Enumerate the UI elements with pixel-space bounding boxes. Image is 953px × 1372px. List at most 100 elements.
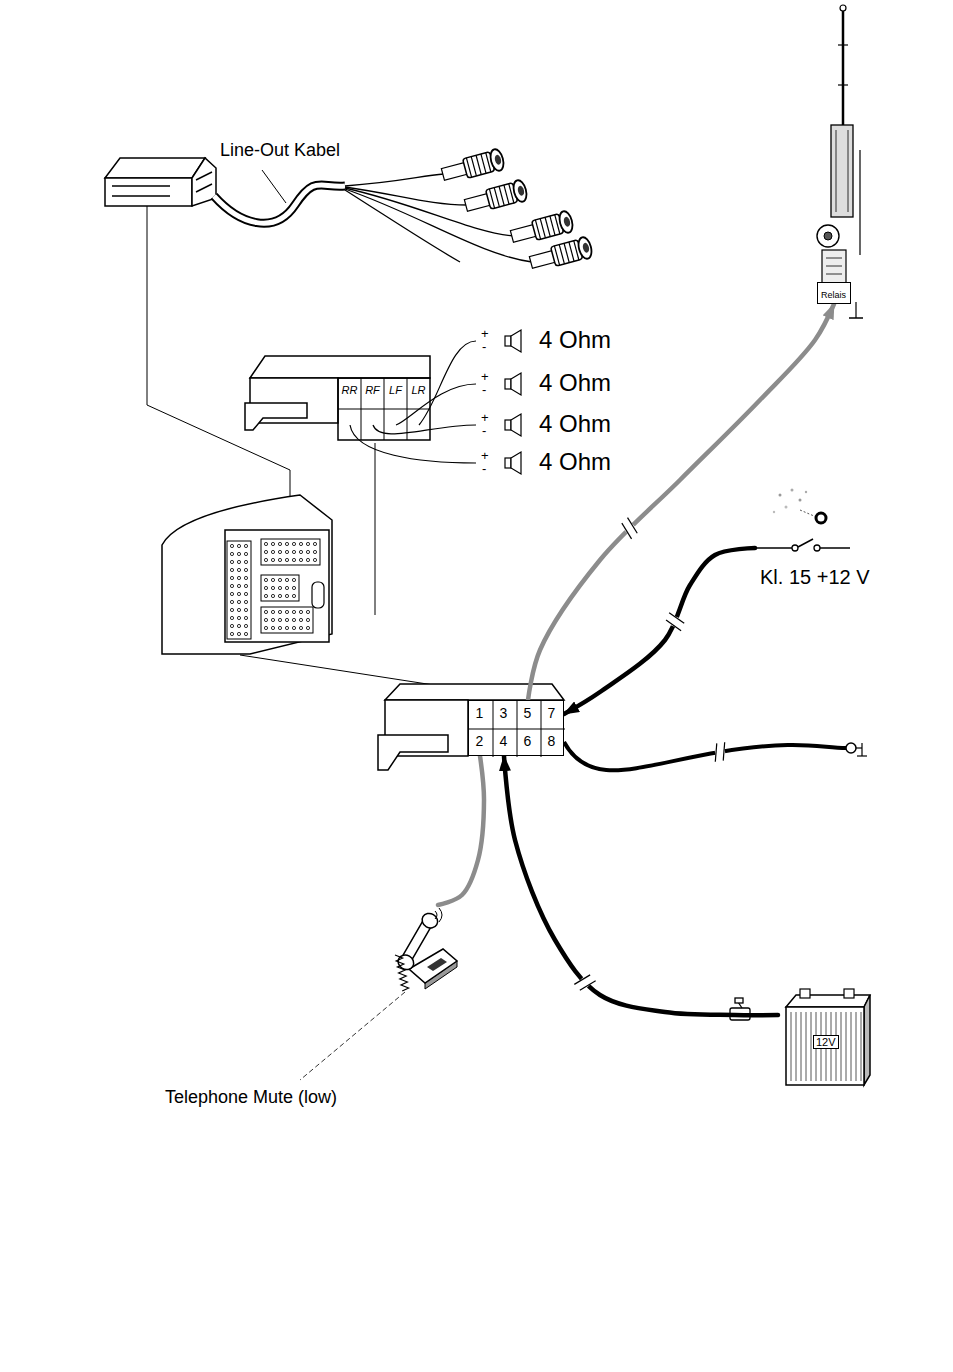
node-text: 6 bbox=[516, 734, 540, 749]
radio-socket bbox=[264, 626, 267, 629]
power-antenna bbox=[817, 5, 863, 318]
speaker-label: + bbox=[481, 411, 489, 424]
ground-wire bbox=[857, 755, 867, 756]
rca-plugs bbox=[466, 158, 471, 177]
telephone: Telephone Mute (low) bbox=[383, 905, 458, 993]
power-antenna bbox=[817, 225, 839, 247]
ignition-contact bbox=[785, 506, 788, 509]
break-mark bbox=[575, 973, 595, 993]
radio-socket bbox=[299, 618, 302, 621]
radio-socket bbox=[230, 568, 233, 571]
node-outline bbox=[439, 908, 442, 922]
speaker-label: 4 Ohm bbox=[539, 412, 611, 436]
radio-socket bbox=[306, 610, 309, 613]
radio-socket bbox=[244, 544, 247, 547]
radio-socket bbox=[230, 592, 233, 595]
rca-plugs bbox=[554, 246, 559, 265]
radio-socket bbox=[292, 594, 295, 597]
ground-wire bbox=[713, 743, 719, 761]
radio-socket bbox=[230, 552, 233, 555]
rca-plugs bbox=[494, 154, 502, 165]
rca-plugs bbox=[488, 148, 505, 172]
speaker-symbol bbox=[505, 336, 511, 346]
speaker-symbol bbox=[511, 414, 521, 436]
battery-clamp bbox=[735, 998, 743, 1003]
radio-socket bbox=[264, 594, 267, 597]
radio-unit bbox=[162, 495, 332, 654]
break-mark bbox=[620, 518, 640, 538]
rca-plugs bbox=[564, 243, 569, 262]
speaker-label: - bbox=[482, 383, 486, 396]
node-text: RR bbox=[338, 384, 361, 396]
node-outline bbox=[250, 356, 430, 378]
radio-socket bbox=[271, 594, 274, 597]
radio-socket bbox=[237, 592, 240, 595]
ignition-contact bbox=[773, 489, 826, 524]
line-out-connector bbox=[112, 185, 170, 187]
radio-socket bbox=[237, 608, 240, 611]
rca-plugs bbox=[509, 210, 575, 247]
radio-socket bbox=[313, 542, 316, 545]
speaker-symbol bbox=[511, 452, 521, 474]
rca-plugs bbox=[540, 219, 545, 238]
radio-socket bbox=[278, 618, 281, 621]
ground-wire bbox=[713, 742, 727, 761]
leader-line bbox=[262, 170, 286, 203]
rca-plugs bbox=[535, 220, 540, 239]
radio-socket bbox=[292, 550, 295, 553]
node-outline bbox=[811, 1012, 812, 1081]
node-outline bbox=[755, 538, 855, 558]
line-out-cable bbox=[345, 190, 460, 262]
power-antenna bbox=[842, 6, 845, 125]
radio-socket bbox=[271, 578, 274, 581]
wire bbox=[504, 756, 778, 1015]
ground-wire bbox=[861, 743, 862, 756]
radio-unit bbox=[162, 495, 332, 654]
wire bbox=[438, 756, 484, 905]
radio-socket bbox=[227, 539, 324, 639]
node-outline bbox=[820, 547, 850, 549]
node-outline bbox=[806, 1012, 807, 1081]
power-antenna bbox=[838, 44, 848, 45]
relay-box: Relais bbox=[817, 282, 851, 304]
radio-socket bbox=[313, 558, 316, 561]
assignment-lines bbox=[375, 443, 376, 615]
radio-socket bbox=[299, 626, 302, 629]
node-outline bbox=[846, 1012, 847, 1081]
radio-socket bbox=[285, 618, 288, 621]
node-text: 3 bbox=[492, 706, 516, 721]
radio-socket bbox=[244, 632, 247, 635]
node-text: 1 bbox=[468, 706, 492, 721]
radio-socket bbox=[292, 626, 295, 629]
node-outline bbox=[841, 1012, 842, 1081]
power-antenna bbox=[836, 130, 837, 212]
radio-socket bbox=[230, 600, 233, 603]
radio-socket bbox=[230, 560, 233, 563]
radio-socket bbox=[264, 578, 267, 581]
radio-socket bbox=[230, 616, 233, 619]
leader-line bbox=[300, 992, 405, 1080]
speaker-symbol bbox=[505, 330, 521, 474]
speaker-label: - bbox=[482, 424, 486, 437]
node-text: 7 bbox=[540, 706, 564, 721]
radio-socket bbox=[237, 632, 240, 635]
radio-socket bbox=[271, 550, 274, 553]
radio-socket bbox=[237, 600, 240, 603]
line-out-connector bbox=[196, 172, 212, 180]
node-outline bbox=[755, 547, 792, 549]
node-outline bbox=[245, 348, 435, 443]
assignment-lines bbox=[147, 206, 440, 686]
node-outline bbox=[786, 1007, 864, 1085]
rca-plugs bbox=[559, 245, 564, 264]
radio-socket bbox=[299, 550, 302, 553]
wire bbox=[564, 548, 755, 714]
radio-socket bbox=[285, 610, 288, 613]
speaker-wires bbox=[350, 425, 476, 463]
speaker-label: - bbox=[482, 462, 486, 475]
radio-socket bbox=[271, 626, 274, 629]
radio-socket bbox=[237, 560, 240, 563]
rca-plugs bbox=[440, 148, 506, 185]
